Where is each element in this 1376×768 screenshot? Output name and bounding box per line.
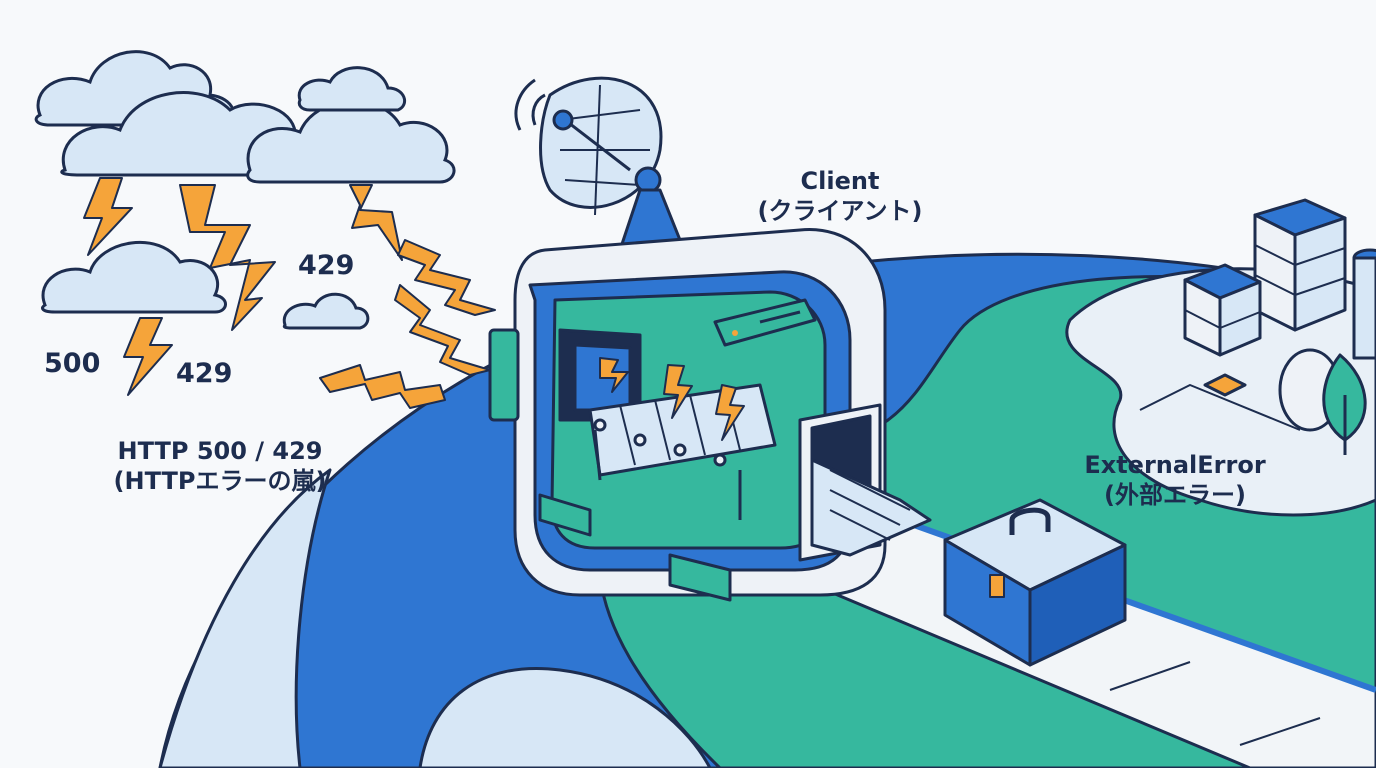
storm-code-429-b: 429 bbox=[298, 250, 355, 281]
external-error-label-line1: ExternalError bbox=[1084, 451, 1266, 479]
toolbox-icon bbox=[943, 498, 1127, 667]
storm-code-429-a: 429 bbox=[176, 358, 233, 389]
client-machine bbox=[488, 228, 932, 602]
client-label-line1: Client bbox=[800, 167, 880, 195]
external-error-label-line2: (外部エラー) bbox=[1104, 481, 1246, 509]
storm-label-line1: HTTP 500 / 429 bbox=[117, 437, 323, 465]
storm-label-line2: (HTTPエラーの嵐) bbox=[113, 467, 327, 495]
lightning-icon bbox=[83, 177, 496, 409]
external-error-label: ExternalError (外部エラー) bbox=[1070, 450, 1280, 510]
storm-code-500: 500 bbox=[44, 348, 101, 379]
client-label-line2: (クライアント) bbox=[757, 197, 923, 225]
tree-icon bbox=[1278, 348, 1367, 455]
storm-label: HTTP 500 / 429 (HTTPエラーの嵐) bbox=[90, 436, 350, 496]
storm-cloud-icon bbox=[34, 50, 456, 330]
client-label: Client (クライアント) bbox=[740, 166, 940, 226]
server-rack-icon bbox=[1139, 198, 1376, 431]
lightning-icon bbox=[599, 357, 745, 441]
